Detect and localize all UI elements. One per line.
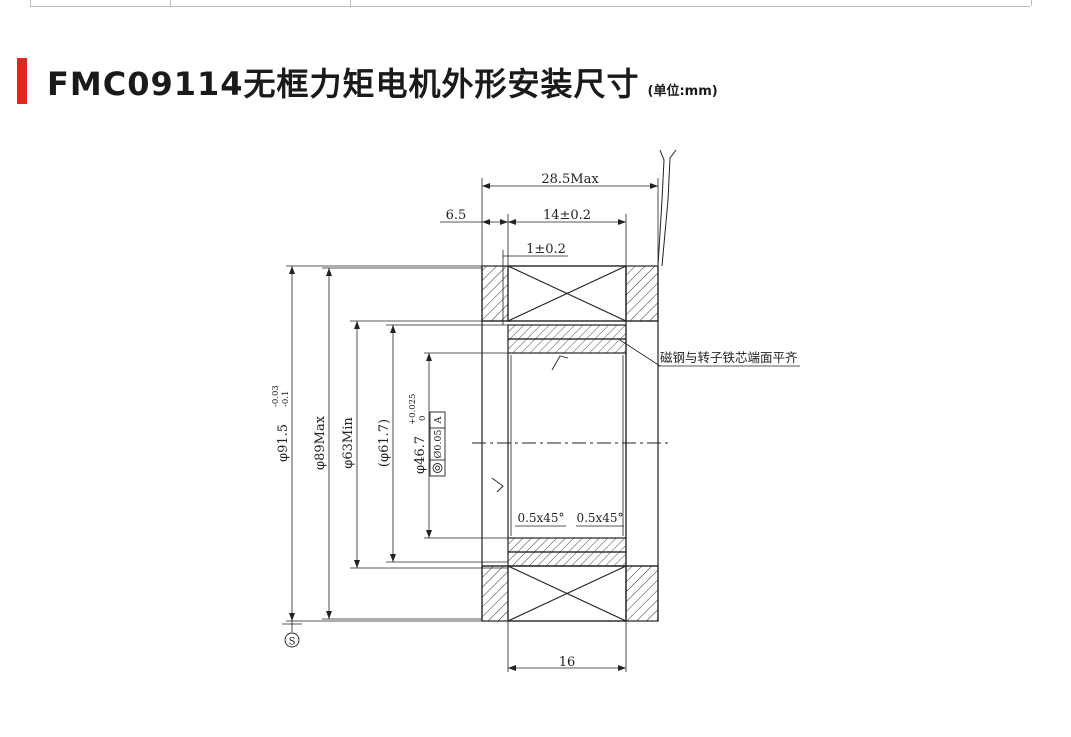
datum-circle	[284, 632, 300, 648]
table-cell	[350, 0, 1032, 6]
dim-28-5: 28.5Max	[541, 172, 599, 187]
heading-accent-bar	[17, 58, 27, 104]
stator-block-top-left	[481, 265, 509, 322]
dia-63: φ63Min	[341, 417, 356, 469]
dim-16: 16	[559, 655, 576, 670]
stator-block-bottom-right	[625, 565, 659, 622]
magnet-bottom	[507, 537, 627, 553]
table-cell	[30, 0, 171, 6]
chamfer-left: 0.5x45°	[517, 511, 564, 525]
dim-6-5: 6.5	[446, 208, 467, 223]
stator-block-top-right	[625, 265, 659, 322]
winding-top	[507, 265, 627, 322]
magnet-top	[507, 324, 627, 340]
rotor-core-top	[507, 338, 627, 354]
concentricity-icon	[432, 463, 443, 473]
table-cell	[170, 0, 351, 6]
tolerance-datum: A	[433, 416, 444, 424]
dia-46-7-upper: +0.025	[408, 394, 418, 425]
dim-1: 1±0.2	[526, 242, 566, 257]
dia-91-5-lower: -0.1	[281, 391, 291, 407]
stator-block-bottom-left	[481, 565, 509, 622]
section-heading: FMC09114无框力矩电机外形安装尺寸 (单位:mm)	[17, 58, 718, 104]
dia-61-7: (φ61.7)	[377, 419, 392, 467]
dia-91-5: φ91.5	[276, 424, 291, 462]
dia-89: φ89Max	[313, 415, 328, 470]
unit-label: (单位:mm)	[647, 84, 718, 99]
tolerance-value: Ø0.05	[433, 430, 444, 459]
flush-note: 磁钢与转子铁芯端面平齐	[660, 350, 798, 365]
rotor-core-bottom	[507, 551, 627, 567]
dia-46-7-lower: 0	[418, 416, 428, 421]
dia-91-5-upper: -0.03	[271, 385, 281, 407]
page-title: FMC09114无框力矩电机外形安装尺寸	[47, 65, 640, 103]
chamfer-right: 0.5x45°	[576, 511, 623, 525]
datum-symbol: S	[289, 637, 296, 648]
tolerance-frame	[429, 411, 446, 477]
top-table-edge	[30, 0, 1032, 7]
dia-46-7: φ46.7	[413, 436, 428, 474]
dim-14: 14±0.2	[543, 208, 591, 223]
